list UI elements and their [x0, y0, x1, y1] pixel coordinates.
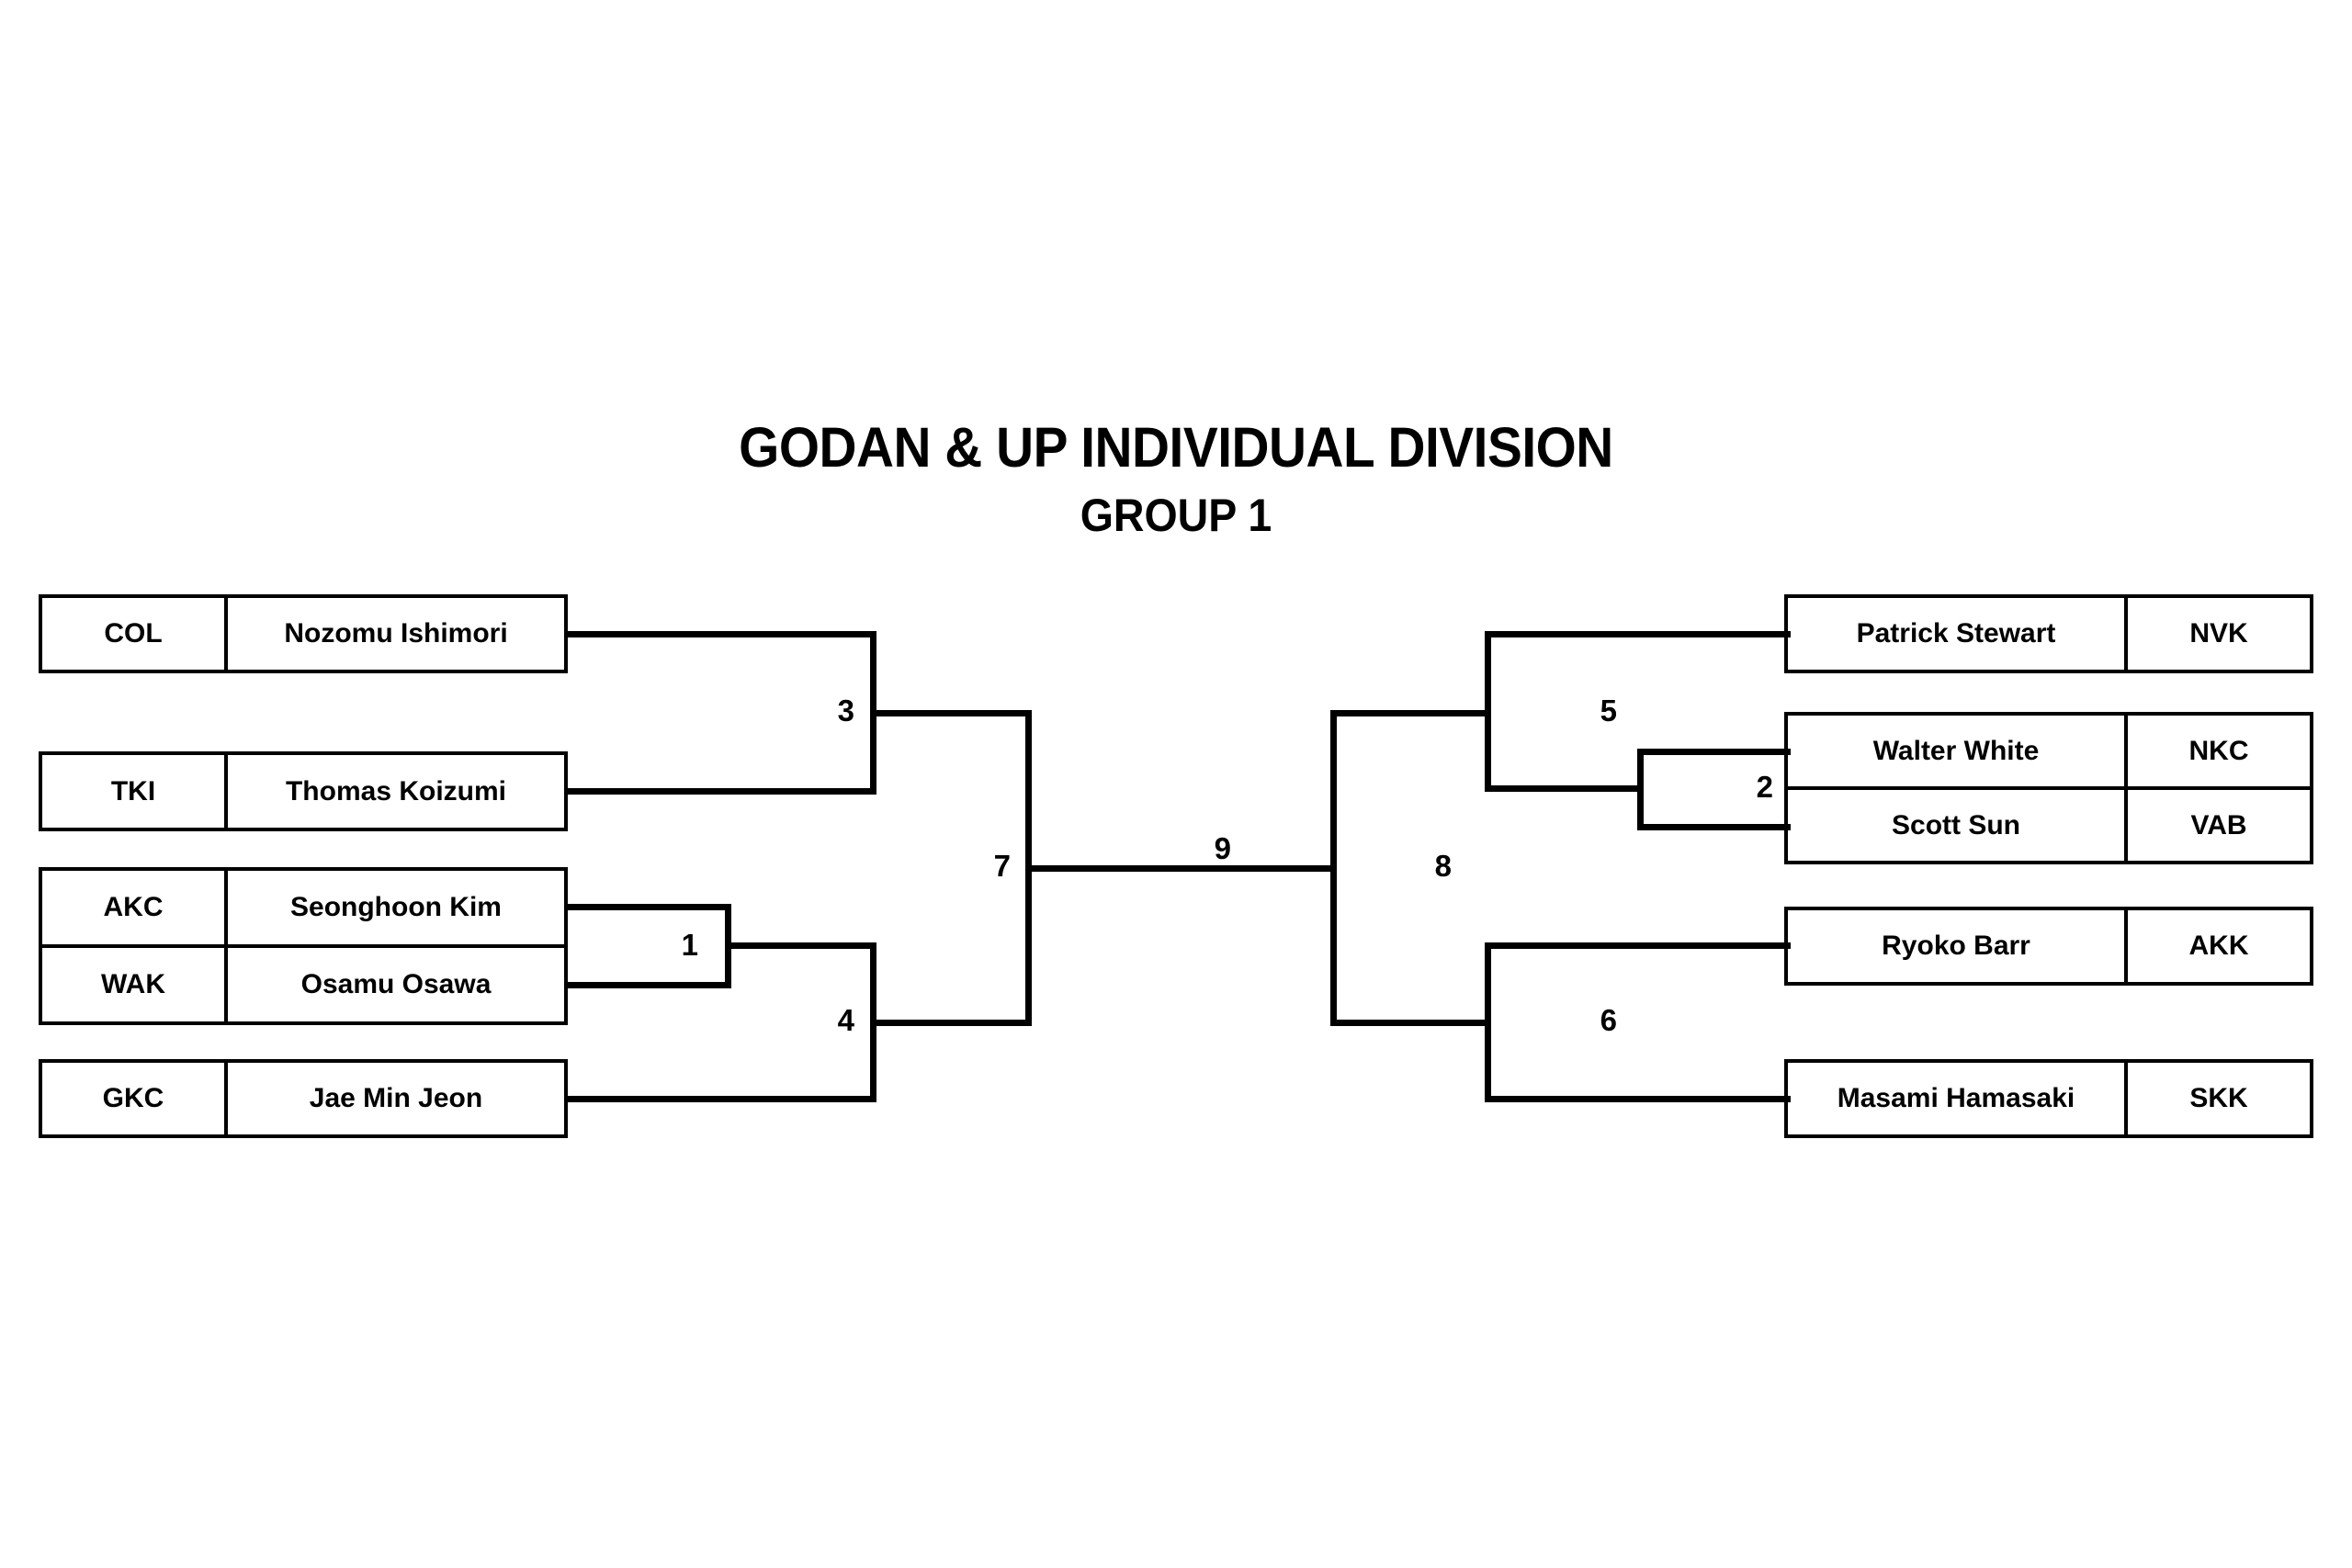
match6-feed-bottom — [1485, 1096, 1791, 1102]
competitor-box-right-4[interactable]: Ryoko Barr AKK — [1784, 907, 2313, 986]
competitor-box-left-5[interactable]: GKC Jae Min Jeon — [39, 1059, 568, 1138]
competitor-name: Masami Hamasaki — [1837, 1083, 2075, 1113]
competitor-box-right-1[interactable]: Patrick Stewart NVK — [1784, 594, 2313, 673]
competitor-box-left-2[interactable]: TKI Thomas Koizumi — [39, 751, 568, 831]
match1-feed-bottom — [568, 982, 731, 988]
match4-output — [870, 1020, 1032, 1026]
match-number-5: 5 — [1600, 694, 1617, 728]
competitor-code: GKC — [42, 1063, 228, 1134]
match-number-8: 8 — [1434, 849, 1452, 883]
competitor-code: SKK — [2124, 1063, 2310, 1134]
competitor-name: Ryoko Barr — [1882, 931, 2030, 961]
match3-feed-bottom — [568, 788, 876, 795]
match2-feed-top — [1637, 749, 1791, 755]
competitor-code: WAK — [42, 948, 228, 1021]
competitor-box-left-3[interactable]: AKC Seonghoon Kim — [39, 867, 568, 946]
match7-output — [1025, 865, 1334, 872]
competitor-box-right-3[interactable]: Scott Sun VAB — [1784, 788, 2313, 864]
match8-connector — [1330, 710, 1337, 1026]
match-number-3: 3 — [837, 694, 854, 728]
competitor-code: AKC — [42, 871, 228, 944]
match-number-2: 2 — [1756, 770, 1773, 804]
competitor-code: NKC — [2124, 716, 2310, 786]
competitor-code: COL — [42, 598, 228, 670]
competitor-name: Jae Min Jeon — [309, 1083, 483, 1113]
competitor-name: Osamu Osawa — [300, 969, 492, 999]
competitor-code: NVK — [2124, 598, 2310, 670]
page-subtitle: GROUP 1 — [1080, 490, 1272, 541]
match5-output — [1330, 710, 1491, 716]
competitor-name: Seonghoon Kim — [290, 892, 502, 922]
match2-feed-bottom — [1637, 824, 1791, 830]
page-title: GODAN & UP INDIVIDUAL DIVISION — [739, 416, 1613, 479]
competitor-name: Walter White — [1872, 735, 2040, 766]
competitor-code: VAB — [2124, 790, 2310, 861]
competitor-box-right-5[interactable]: Masami Hamasaki SKK — [1784, 1059, 2313, 1138]
match3-feed-top — [568, 631, 876, 637]
match6-output — [1330, 1020, 1491, 1026]
match3-output — [870, 710, 1032, 716]
competitor-box-left-4[interactable]: WAK Osamu Osawa — [39, 946, 568, 1025]
match-number-9: 9 — [1214, 831, 1231, 865]
competitor-code: AKK — [2124, 910, 2310, 982]
match1-feed-top — [568, 904, 731, 910]
match5-feed-top — [1485, 631, 1791, 637]
competitor-name: Scott Sun — [1892, 809, 2020, 840]
match-number-7: 7 — [993, 849, 1011, 883]
competitor-code: TKI — [42, 755, 228, 828]
competitor-box-left-1[interactable]: COL Nozomu Ishimori — [39, 594, 568, 673]
competitor-name: Patrick Stewart — [1856, 618, 2056, 649]
competitor-box-right-2[interactable]: Walter White NKC — [1784, 712, 2313, 788]
match2-output — [1485, 785, 1644, 792]
match4-feed-bottom — [568, 1096, 876, 1102]
match1-output — [725, 942, 876, 949]
match6-feed-top — [1485, 942, 1791, 949]
match-number-6: 6 — [1600, 1003, 1617, 1037]
match-number-1: 1 — [681, 928, 698, 962]
match-number-4: 4 — [837, 1003, 854, 1037]
competitor-name: Thomas Koizumi — [285, 775, 506, 807]
competitor-name: Nozomu Ishimori — [284, 618, 508, 649]
